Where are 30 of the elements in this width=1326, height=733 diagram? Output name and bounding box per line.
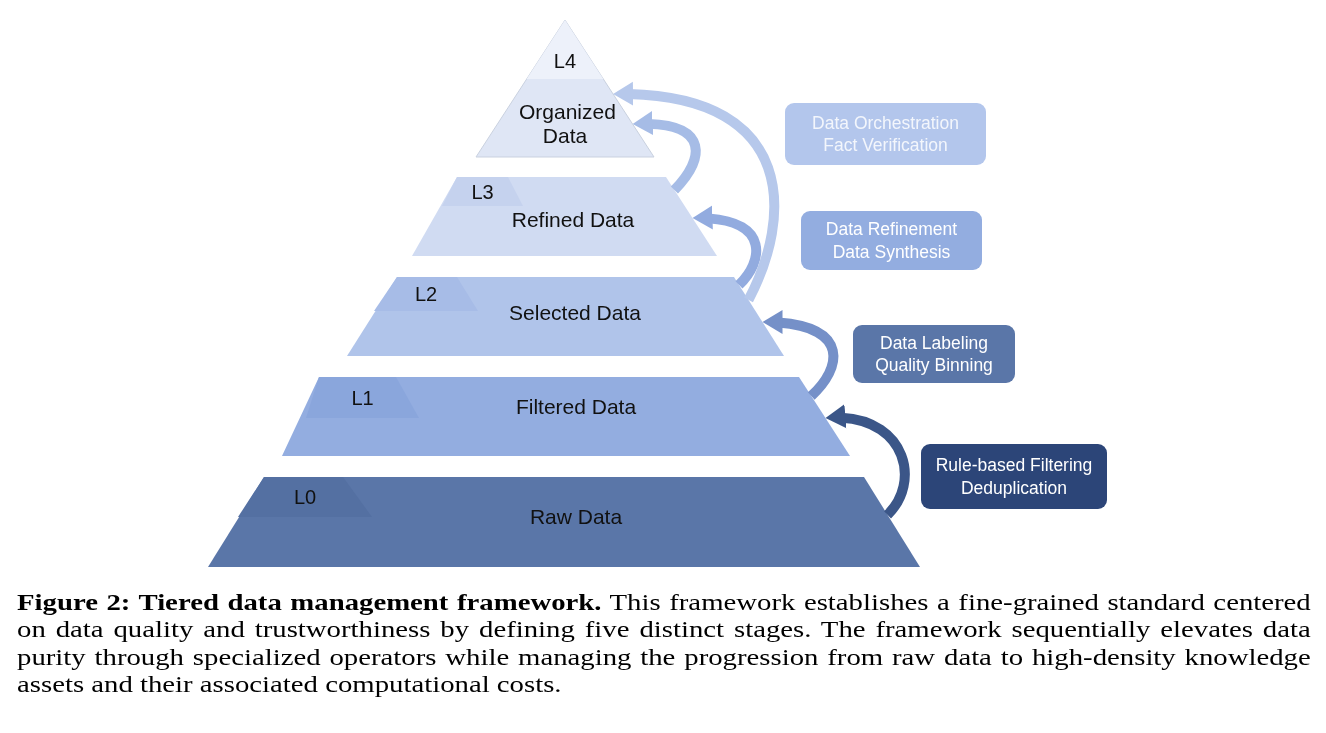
operator-label: Data Orchestration xyxy=(812,111,959,134)
operator-label: Data Labeling xyxy=(880,331,988,354)
operator-label: Data Refinement xyxy=(825,218,958,241)
curved-arrow xyxy=(692,206,762,289)
pyramid-tier xyxy=(412,177,717,256)
operator-label: Quality Binning xyxy=(875,354,993,377)
curved-arrow xyxy=(762,310,839,400)
curved-arrow xyxy=(632,111,701,194)
operator-box xyxy=(921,444,1107,509)
curved-arrow xyxy=(612,82,780,303)
tier-label: Raw Data xyxy=(529,505,623,529)
operator-box xyxy=(853,325,1015,383)
tier-label: Selected Data xyxy=(509,301,641,325)
pyramid-tier xyxy=(208,477,920,567)
level-tab: L4 xyxy=(526,20,604,79)
figure-caption: Figure 2: Tiered data management framework. This framework establishes a fine-grained standard centered on data quality and trustworthiness by defining five distinct stages. The framework sequentially elevates data purity through specialized operators while managing the progression from raw data to high-density knowledge assets and their associated computational costs. xyxy=(17,589,1311,699)
operator-box xyxy=(785,103,986,165)
tier-label: Refined Data xyxy=(511,208,635,232)
level-tab: L2 xyxy=(374,277,478,311)
operator-label: Data Synthesis xyxy=(832,240,951,263)
operator-label: Deduplication xyxy=(960,476,1067,499)
level-tab: L0 xyxy=(238,477,372,517)
pyramid-tier xyxy=(282,377,850,456)
operator-label: Rule-based Filtering xyxy=(935,454,1093,477)
operator-label: Fact Verification xyxy=(823,134,948,157)
operator-box xyxy=(801,211,982,270)
pyramid-tier xyxy=(347,277,784,356)
pyramid-top xyxy=(476,20,654,157)
tier-label: Filtered Data xyxy=(515,395,637,419)
level-tab: L3 xyxy=(442,177,523,206)
